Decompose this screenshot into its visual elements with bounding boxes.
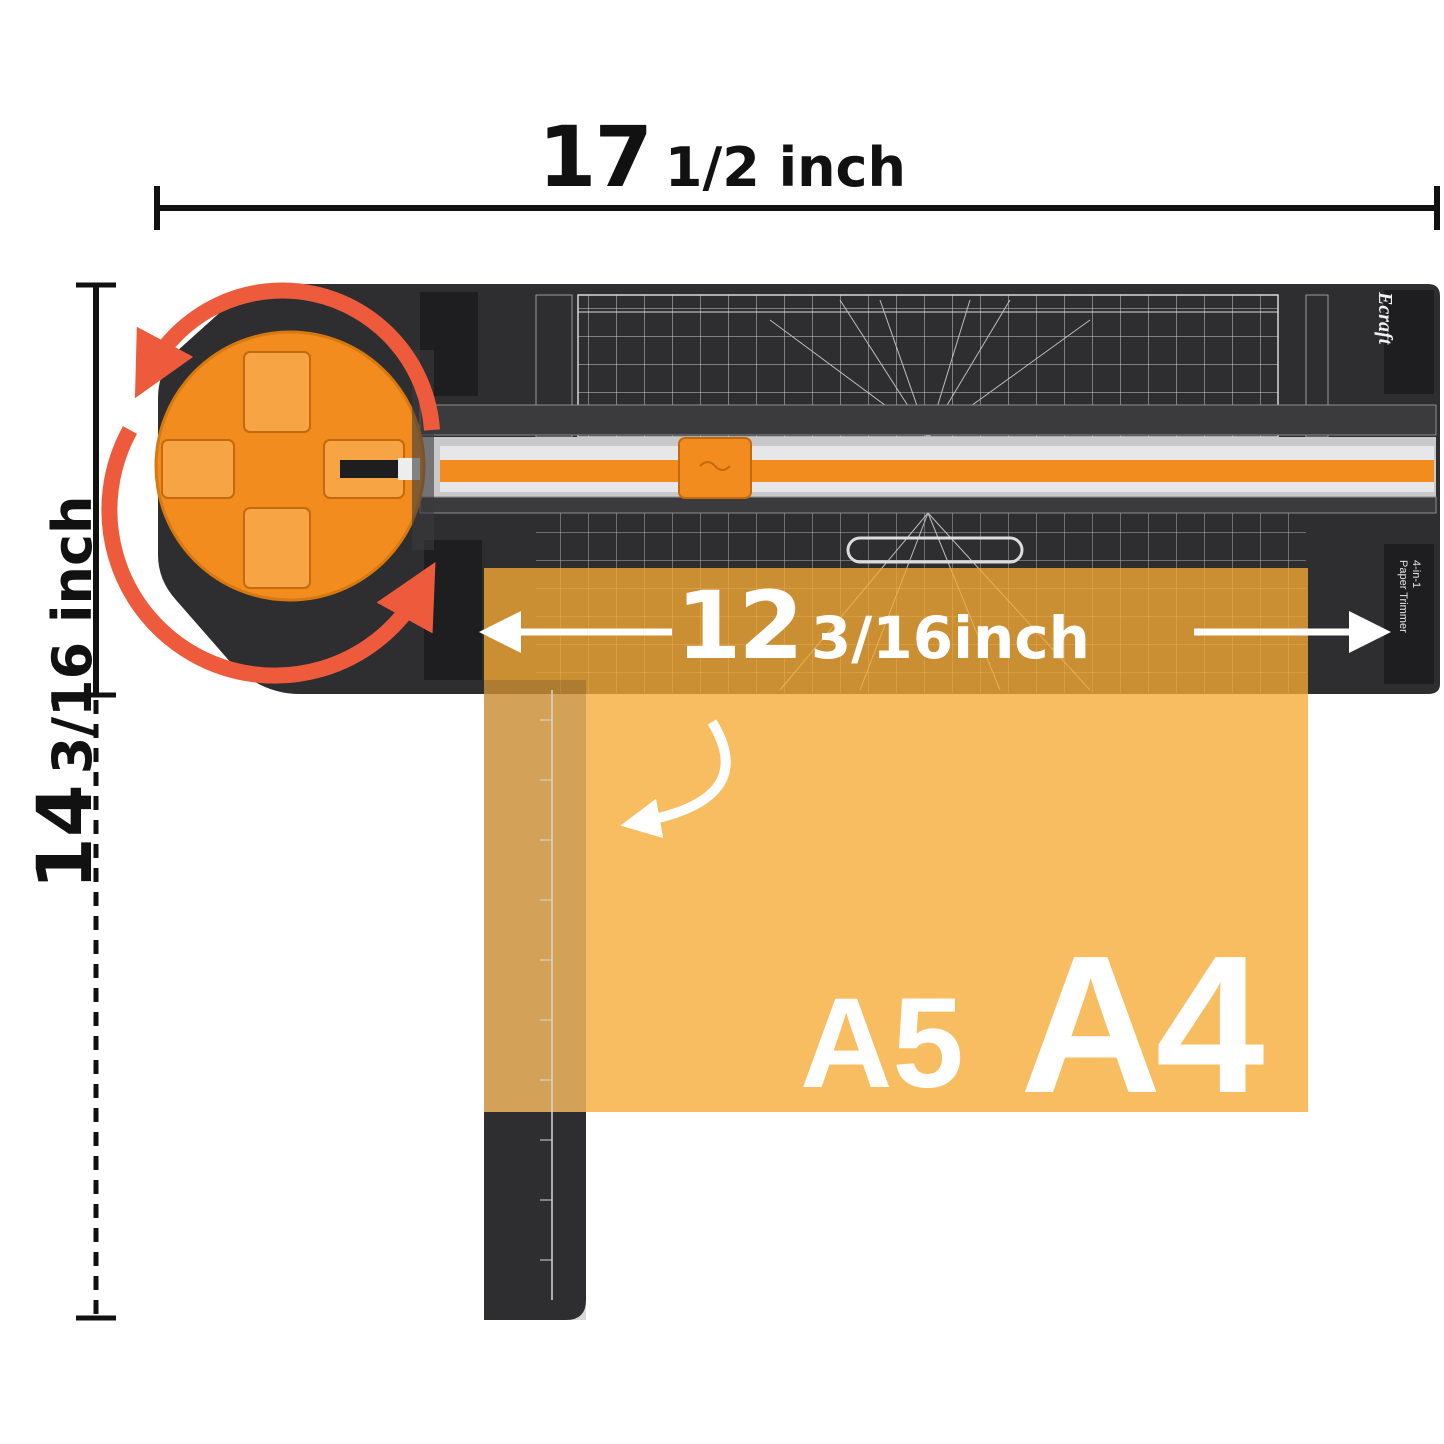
width-whole: 17 [538,108,653,206]
width-fraction: 1/2 inch [664,136,906,199]
model-label: 4-in-1 Paper Trimmer [1396,560,1422,633]
rotate-arrow-icon [101,282,440,684]
cut-length-fraction: 3/16inch [810,604,1090,672]
model-line-2: Paper Trimmer [1397,560,1409,633]
paper-size-a4: A4 [1020,915,1265,1134]
curved-arrow-icon [620,719,731,839]
brand-logo: Ecraft [1374,292,1396,345]
width-dimension-line [154,186,1440,230]
height-fraction: 3/16 inch [41,495,104,775]
paper-size-a5: A5 [800,972,964,1115]
blade-slider[interactable] [678,437,752,499]
extension-ruler [484,680,586,1320]
height-dimension-label: 14 3/16 inch [20,496,109,890]
height-whole: 14 [20,784,109,890]
cutting-rail [419,404,1437,514]
paper-sheet [484,568,1308,1112]
model-line-1: 4-in-1 [1410,560,1422,589]
height-dimension-line [76,282,116,1321]
cut-length-whole: 12 [676,572,804,681]
rotary-blade-disc[interactable] [154,330,434,602]
